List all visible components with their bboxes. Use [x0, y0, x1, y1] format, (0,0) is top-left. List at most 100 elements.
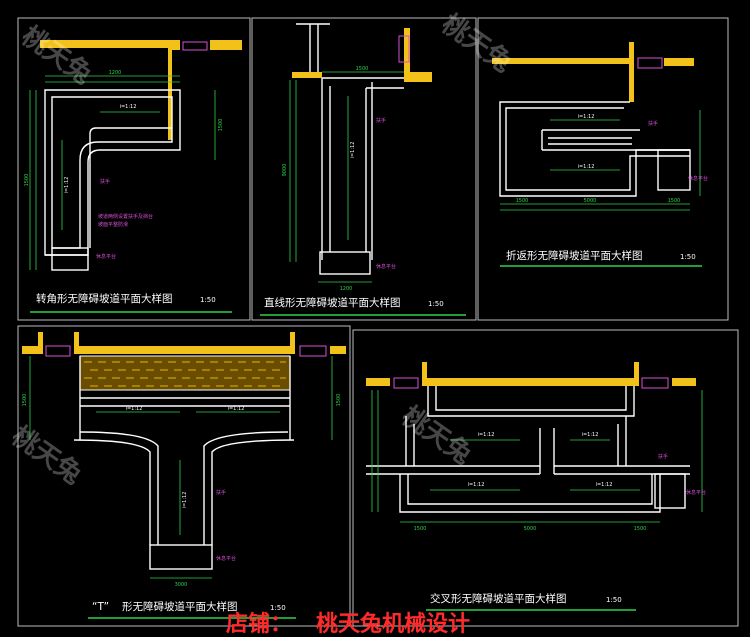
shop-label: 店铺：	[226, 611, 292, 637]
wall-straight-left	[292, 72, 322, 78]
ramp-corner-rail	[89, 127, 172, 248]
note-corner-2: 坡面平整防滑	[98, 221, 128, 228]
note-corner-1: 坡道两侧设置扶手及挡台	[98, 213, 153, 220]
platform-corner	[51, 247, 89, 271]
frame-corner	[17, 17, 251, 321]
wall-cross-mid	[422, 378, 638, 386]
platform-straight	[319, 251, 371, 275]
door-corner	[182, 41, 208, 51]
dim-straight-label-0: 1200	[340, 286, 353, 292]
title-tshape-quote: “T”	[92, 601, 109, 613]
scale-straight: 1:50	[428, 300, 444, 308]
wall-cross-right	[672, 378, 696, 386]
frame-cross	[352, 329, 739, 627]
slope-cross-3: i=1:12	[468, 482, 485, 488]
slope-switchback-1: i=1:12	[578, 114, 595, 120]
wall-tshape-mid-lv	[74, 332, 79, 354]
ramp-tshape-arm2	[79, 431, 289, 545]
hatch-tshape	[79, 355, 291, 391]
wall-tshape-mid	[76, 346, 292, 354]
scale-cross: 1:50	[606, 596, 622, 604]
slope-corner-v: i=1:12	[64, 177, 70, 194]
frame-straight	[251, 17, 477, 321]
door-straight	[398, 35, 410, 63]
note-switchback-handrail: 扶手	[648, 120, 658, 127]
dim-tshape-label-2: 1500	[336, 394, 342, 407]
wall-tshape-right	[330, 346, 346, 354]
slope-corner-h: i=1:12	[120, 104, 137, 110]
frame-tshape	[17, 325, 351, 627]
watermark-mid-right: 桃天兔	[396, 401, 477, 470]
door-cross-left	[393, 377, 419, 389]
title-cross: 交叉形无障碍坡道平面大样图	[430, 592, 567, 605]
scale-corner: 1:50	[200, 296, 216, 304]
door-tshape-right	[299, 345, 327, 357]
wall-cross-mid-lv	[422, 362, 427, 386]
panel-frames	[17, 17, 739, 627]
note-straight-platform: 休息平台	[376, 263, 396, 270]
title-corner: 转角形无障碍坡道平面大样图	[36, 292, 173, 305]
wall-switchback-v	[629, 42, 634, 102]
ramp-tshape-arm	[73, 439, 295, 545]
ramp-switchback-outer	[499, 101, 690, 197]
ramp-switchback-inner	[505, 107, 690, 191]
watermarks: 桃天兔 桃天兔 桃天兔 桃天兔	[6, 9, 517, 490]
platform-switchback	[657, 149, 691, 191]
hatch-tshape-pattern	[84, 361, 286, 387]
note-cross-platform: 休息平台	[686, 489, 706, 496]
title-straight: 直线形无障碍坡道平面大样图	[264, 296, 401, 309]
dim-corner-label-1: 1500	[24, 174, 30, 187]
wall-cross-mid-rv	[634, 362, 639, 386]
title-tshape: 形无障碍坡道平面大样图	[122, 600, 238, 613]
note-cross-handrail: 扶手	[658, 453, 668, 460]
shop-name: 桃天兔机械设计	[316, 611, 470, 637]
ramp-cross-mid-v	[539, 428, 555, 474]
slope-straight: i=1:12	[350, 142, 356, 159]
wall-switchback	[492, 58, 632, 64]
dim-tshape-label-1: 3000	[175, 582, 188, 588]
dim-cross-label-1: 5000	[524, 526, 537, 532]
note-switchback-platform: 休息平台	[688, 175, 708, 182]
panel-corner: 1200 1500 1500 i=1:12 i=1:12 扶手 坡道两侧设置扶手…	[24, 40, 242, 313]
panel-tshape: 1500 3000 1500 i=1:12 i=1:12 i=1:12 扶手 休…	[22, 332, 346, 619]
door-switchback	[637, 57, 663, 69]
ramp-straight-outer	[321, 77, 404, 260]
dim-cross-label-2: 1500	[634, 526, 647, 532]
watermark-top-right: 桃天兔	[436, 9, 517, 78]
straight-guide	[296, 23, 330, 72]
ramp-corner-inner	[51, 96, 173, 249]
watermark-top-left: 桃天兔	[16, 21, 97, 90]
ramp-straight-inner	[329, 86, 404, 252]
dim-switchback-label-1: 5000	[584, 198, 597, 204]
note-corner-handrail: 扶手	[100, 178, 110, 185]
wall-switchback-right	[664, 58, 694, 66]
ramp-switchback-mid2	[548, 137, 632, 145]
note-tshape-platform: 休息平台	[216, 555, 236, 562]
scale-switchback: 1:50	[680, 253, 696, 261]
dim-corner-label-0: 1200	[109, 70, 122, 76]
slope-tshape-r: i=1:12	[228, 406, 245, 412]
wall-tshape-left-v	[38, 332, 43, 354]
door-tshape-left	[45, 345, 71, 357]
wall-tshape-left	[22, 346, 42, 354]
dim-straight-label-1: 1500	[356, 66, 369, 72]
slope-switchback-2: i=1:12	[578, 164, 595, 170]
panel-switchback: 1500 5000 1500 i=1:12 i=1:12 扶手 休息平台 折返形…	[492, 42, 708, 267]
dim-cross-label-0: 1500	[414, 526, 427, 532]
dim-corner-label-2: 1500	[218, 119, 224, 132]
ramp-tshape-sides	[79, 356, 291, 440]
shop-banner: 店铺： 桃天兔机械设计	[226, 611, 470, 637]
scale-tshape: 1:50	[270, 604, 286, 612]
panel-cross: 1500 5000 1500 i=1:12 i=1:12 i=1:12 i=1:…	[366, 362, 706, 611]
ramp-tshape-top	[80, 397, 290, 407]
wall-straight-v	[404, 28, 410, 82]
note-corner-platform: 休息平台	[96, 253, 116, 260]
wall-tshape-mid-rv	[290, 332, 295, 354]
platform-cross	[654, 473, 686, 509]
ramp-corner-outer	[44, 89, 181, 256]
note-tshape-handrail: 扶手	[216, 489, 226, 496]
dim-switchback-label-0: 1500	[516, 198, 529, 204]
title-switchback: 折返形无障碍坡道平面大样图	[506, 249, 643, 262]
slope-tshape-v: i=1:12	[182, 492, 188, 509]
